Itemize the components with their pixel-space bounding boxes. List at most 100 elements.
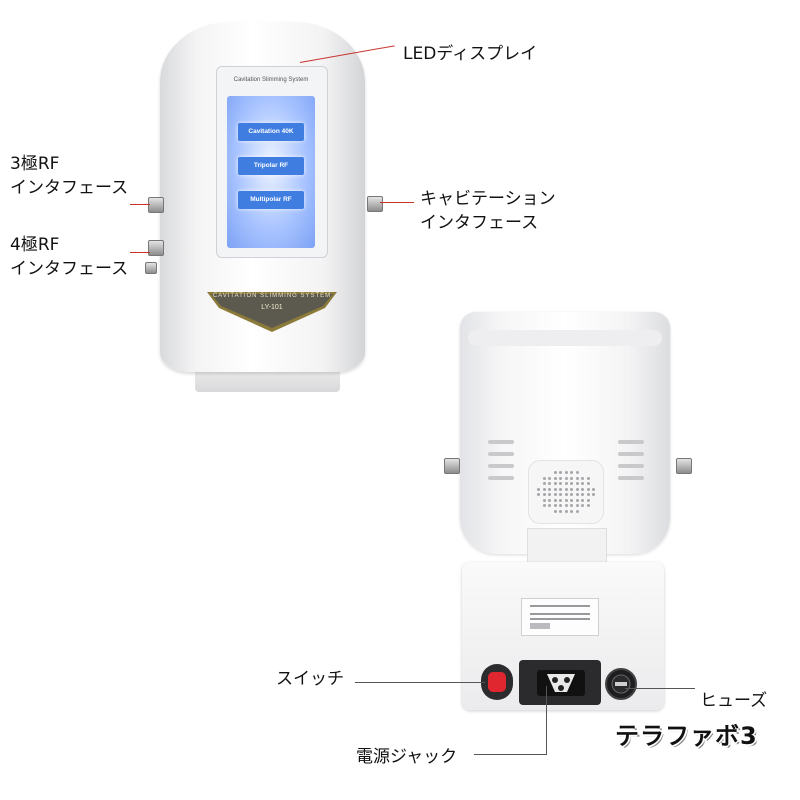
speaker-hole	[581, 476, 584, 480]
speaker-hole	[553, 504, 557, 507]
speaker-hole	[564, 493, 568, 496]
speaker-hole	[592, 493, 595, 496]
rf3-port	[148, 197, 164, 213]
label-cavitation-line2: インタフェース	[420, 213, 539, 233]
speaker-hole	[553, 476, 557, 480]
speaker-hole	[581, 498, 584, 502]
speaker-hole	[564, 509, 568, 513]
callout-line-fuse	[625, 688, 695, 689]
speaker-hole	[559, 476, 562, 480]
speaker-hole	[548, 476, 551, 480]
speaker-hole	[575, 498, 579, 502]
speaker-hole	[586, 482, 590, 485]
speaker-hole	[570, 509, 573, 513]
plate-text: CAVITATION SLIMMING SYSTEM	[212, 293, 332, 299]
speaker-hole	[553, 471, 557, 474]
speaker-hole	[559, 471, 562, 474]
speaker-hole	[553, 509, 557, 513]
callout-line-power-jack-h	[474, 754, 547, 755]
vent-slot	[488, 440, 514, 444]
speaker-hole	[559, 487, 562, 491]
speaker-hole	[542, 476, 546, 480]
speaker-hole	[570, 487, 573, 491]
speaker-hole	[575, 504, 579, 507]
speaker-hole	[581, 493, 584, 496]
rf4-port-lower	[145, 262, 157, 274]
speaker-hole	[548, 498, 551, 502]
fuse-icon	[611, 674, 631, 694]
callout-line-power-jack	[546, 686, 547, 754]
vent-slot	[618, 440, 644, 444]
cavitation-port	[367, 196, 383, 212]
speaker-hole	[559, 493, 562, 496]
speaker-hole	[542, 493, 546, 496]
speaker-hole	[575, 493, 579, 496]
speaker-hole	[586, 476, 590, 480]
speaker-hole	[575, 487, 579, 491]
power-jack[interactable]	[533, 666, 589, 700]
speaker-hole	[559, 482, 562, 485]
callout-line-rf4	[130, 252, 150, 253]
speaker-hole	[553, 482, 557, 485]
callout-line-cavitation	[380, 202, 414, 203]
speaker-hole	[553, 487, 557, 491]
rating-sticker	[521, 598, 599, 636]
speaker-hole	[570, 498, 573, 502]
label-rf3-line2: インタフェース	[10, 178, 129, 198]
speaker-hole	[575, 509, 579, 513]
speaker-hole	[570, 471, 573, 474]
rf4-port	[148, 240, 164, 256]
speaker-grille	[528, 460, 604, 524]
speaker-hole	[542, 487, 546, 491]
speaker-hole	[581, 482, 584, 485]
label-cavitation-line1: キャビテーション	[420, 189, 556, 209]
speaker-hole	[559, 509, 562, 513]
side-port-left	[444, 458, 460, 474]
vent-slot	[488, 464, 514, 468]
vent-slot	[618, 452, 644, 456]
label-rf4-line1: 4極RF	[10, 235, 60, 255]
vent-slot	[488, 452, 514, 456]
speaker-hole	[553, 493, 557, 496]
screen-button-multipolar[interactable]: Multipolar RF	[238, 191, 304, 209]
speaker-hole	[592, 487, 595, 491]
screen-button-tripolar[interactable]: Tripolar RF	[238, 157, 304, 175]
vent-slot	[488, 476, 514, 480]
speaker-hole	[570, 482, 573, 485]
callout-line-rf3	[130, 204, 150, 205]
callout-line-switch	[355, 682, 485, 683]
speaker-hole	[548, 487, 551, 491]
speaker-hole	[575, 476, 579, 480]
speaker-hole	[586, 504, 590, 507]
label-fuse: ヒューズ	[700, 691, 768, 711]
speaker-hole	[542, 482, 546, 485]
speaker-hole	[564, 471, 568, 474]
speaker-hole	[570, 504, 573, 507]
speaker-hole	[542, 498, 546, 502]
speaker-hole	[564, 487, 568, 491]
speaker-hole	[537, 487, 540, 491]
speaker-hole	[548, 493, 551, 496]
speaker-hole	[537, 493, 540, 496]
power-switch[interactable]	[488, 672, 506, 692]
label-rf4-line2: インタフェース	[10, 259, 129, 279]
vent-slot	[618, 476, 644, 480]
speaker-hole	[586, 498, 590, 502]
speaker-hole	[542, 504, 546, 507]
speaker-hole	[548, 504, 551, 507]
speaker-hole	[559, 498, 562, 502]
label-switch: スイッチ	[276, 669, 344, 689]
model-number: LY-101	[261, 304, 283, 311]
speaker-hole	[564, 498, 568, 502]
speaker-hole	[564, 504, 568, 507]
speaker-hole	[575, 471, 579, 474]
speaker-hole	[559, 504, 562, 507]
model-plate	[207, 292, 337, 332]
speaker-hole	[575, 482, 579, 485]
label-power-jack: 電源ジャック	[356, 747, 458, 767]
speaker-hole	[553, 498, 557, 502]
speaker-hole	[586, 493, 590, 496]
screen-title: Cavitation Slimming System	[233, 77, 309, 83]
screen-button-cavitation[interactable]: Cavitation 40K	[238, 123, 304, 141]
vent-slot	[618, 464, 644, 468]
